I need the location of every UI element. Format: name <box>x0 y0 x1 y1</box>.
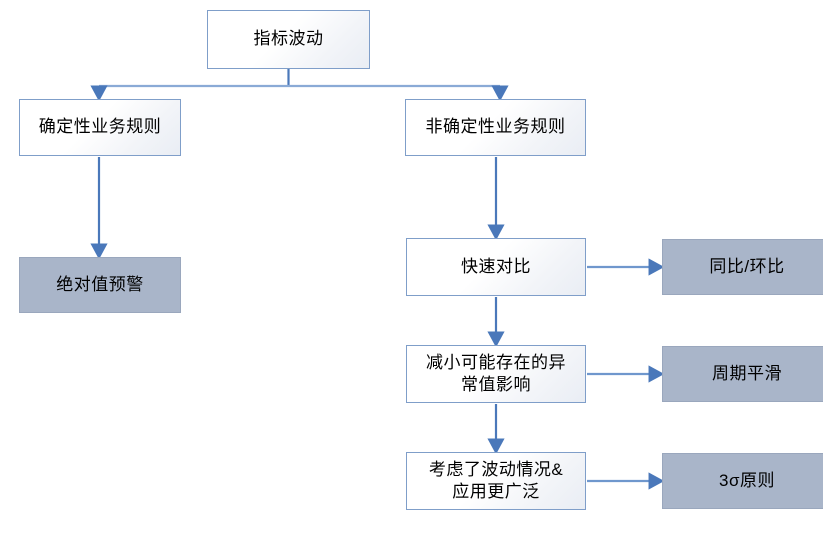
node-quick-compare[interactable]: 快速对比 <box>406 238 586 296</box>
node-absolute-alert-label: 绝对值预警 <box>56 274 144 294</box>
node-deterministic-rule-label: 确定性业务规则 <box>38 117 162 137</box>
node-three-sigma-rule[interactable]: 3σ原则 <box>662 453 823 509</box>
node-deterministic-rule[interactable]: 确定性业务规则 <box>19 99 181 156</box>
node-cycle-smoothing-label: 周期平滑 <box>712 363 782 383</box>
node-nondeterministic-rule-label: 非确定性业务规则 <box>425 117 566 137</box>
node-quick-compare-label: 快速对比 <box>461 256 531 276</box>
node-yoy-mom[interactable]: 同比/环比 <box>662 239 823 295</box>
node-reduce-outlier-label: 减小可能存在的异 常值影响 <box>426 352 566 394</box>
node-three-sigma-rule-label: 3σ原则 <box>719 470 775 490</box>
node-root[interactable]: 指标波动 <box>207 10 370 69</box>
node-root-label: 指标波动 <box>253 29 324 49</box>
node-fluctuation-consideration-label: 考虑了波动情况& 应用更广泛 <box>428 459 564 501</box>
node-yoy-mom-label: 同比/环比 <box>709 256 785 276</box>
node-absolute-alert[interactable]: 绝对值预警 <box>19 257 181 313</box>
node-cycle-smoothing[interactable]: 周期平滑 <box>662 346 823 402</box>
node-fluctuation-consideration[interactable]: 考虑了波动情况& 应用更广泛 <box>406 452 586 510</box>
edge-root-split <box>99 69 500 88</box>
node-reduce-outlier[interactable]: 减小可能存在的异 常值影响 <box>406 345 586 403</box>
node-nondeterministic-rule[interactable]: 非确定性业务规则 <box>405 99 586 156</box>
